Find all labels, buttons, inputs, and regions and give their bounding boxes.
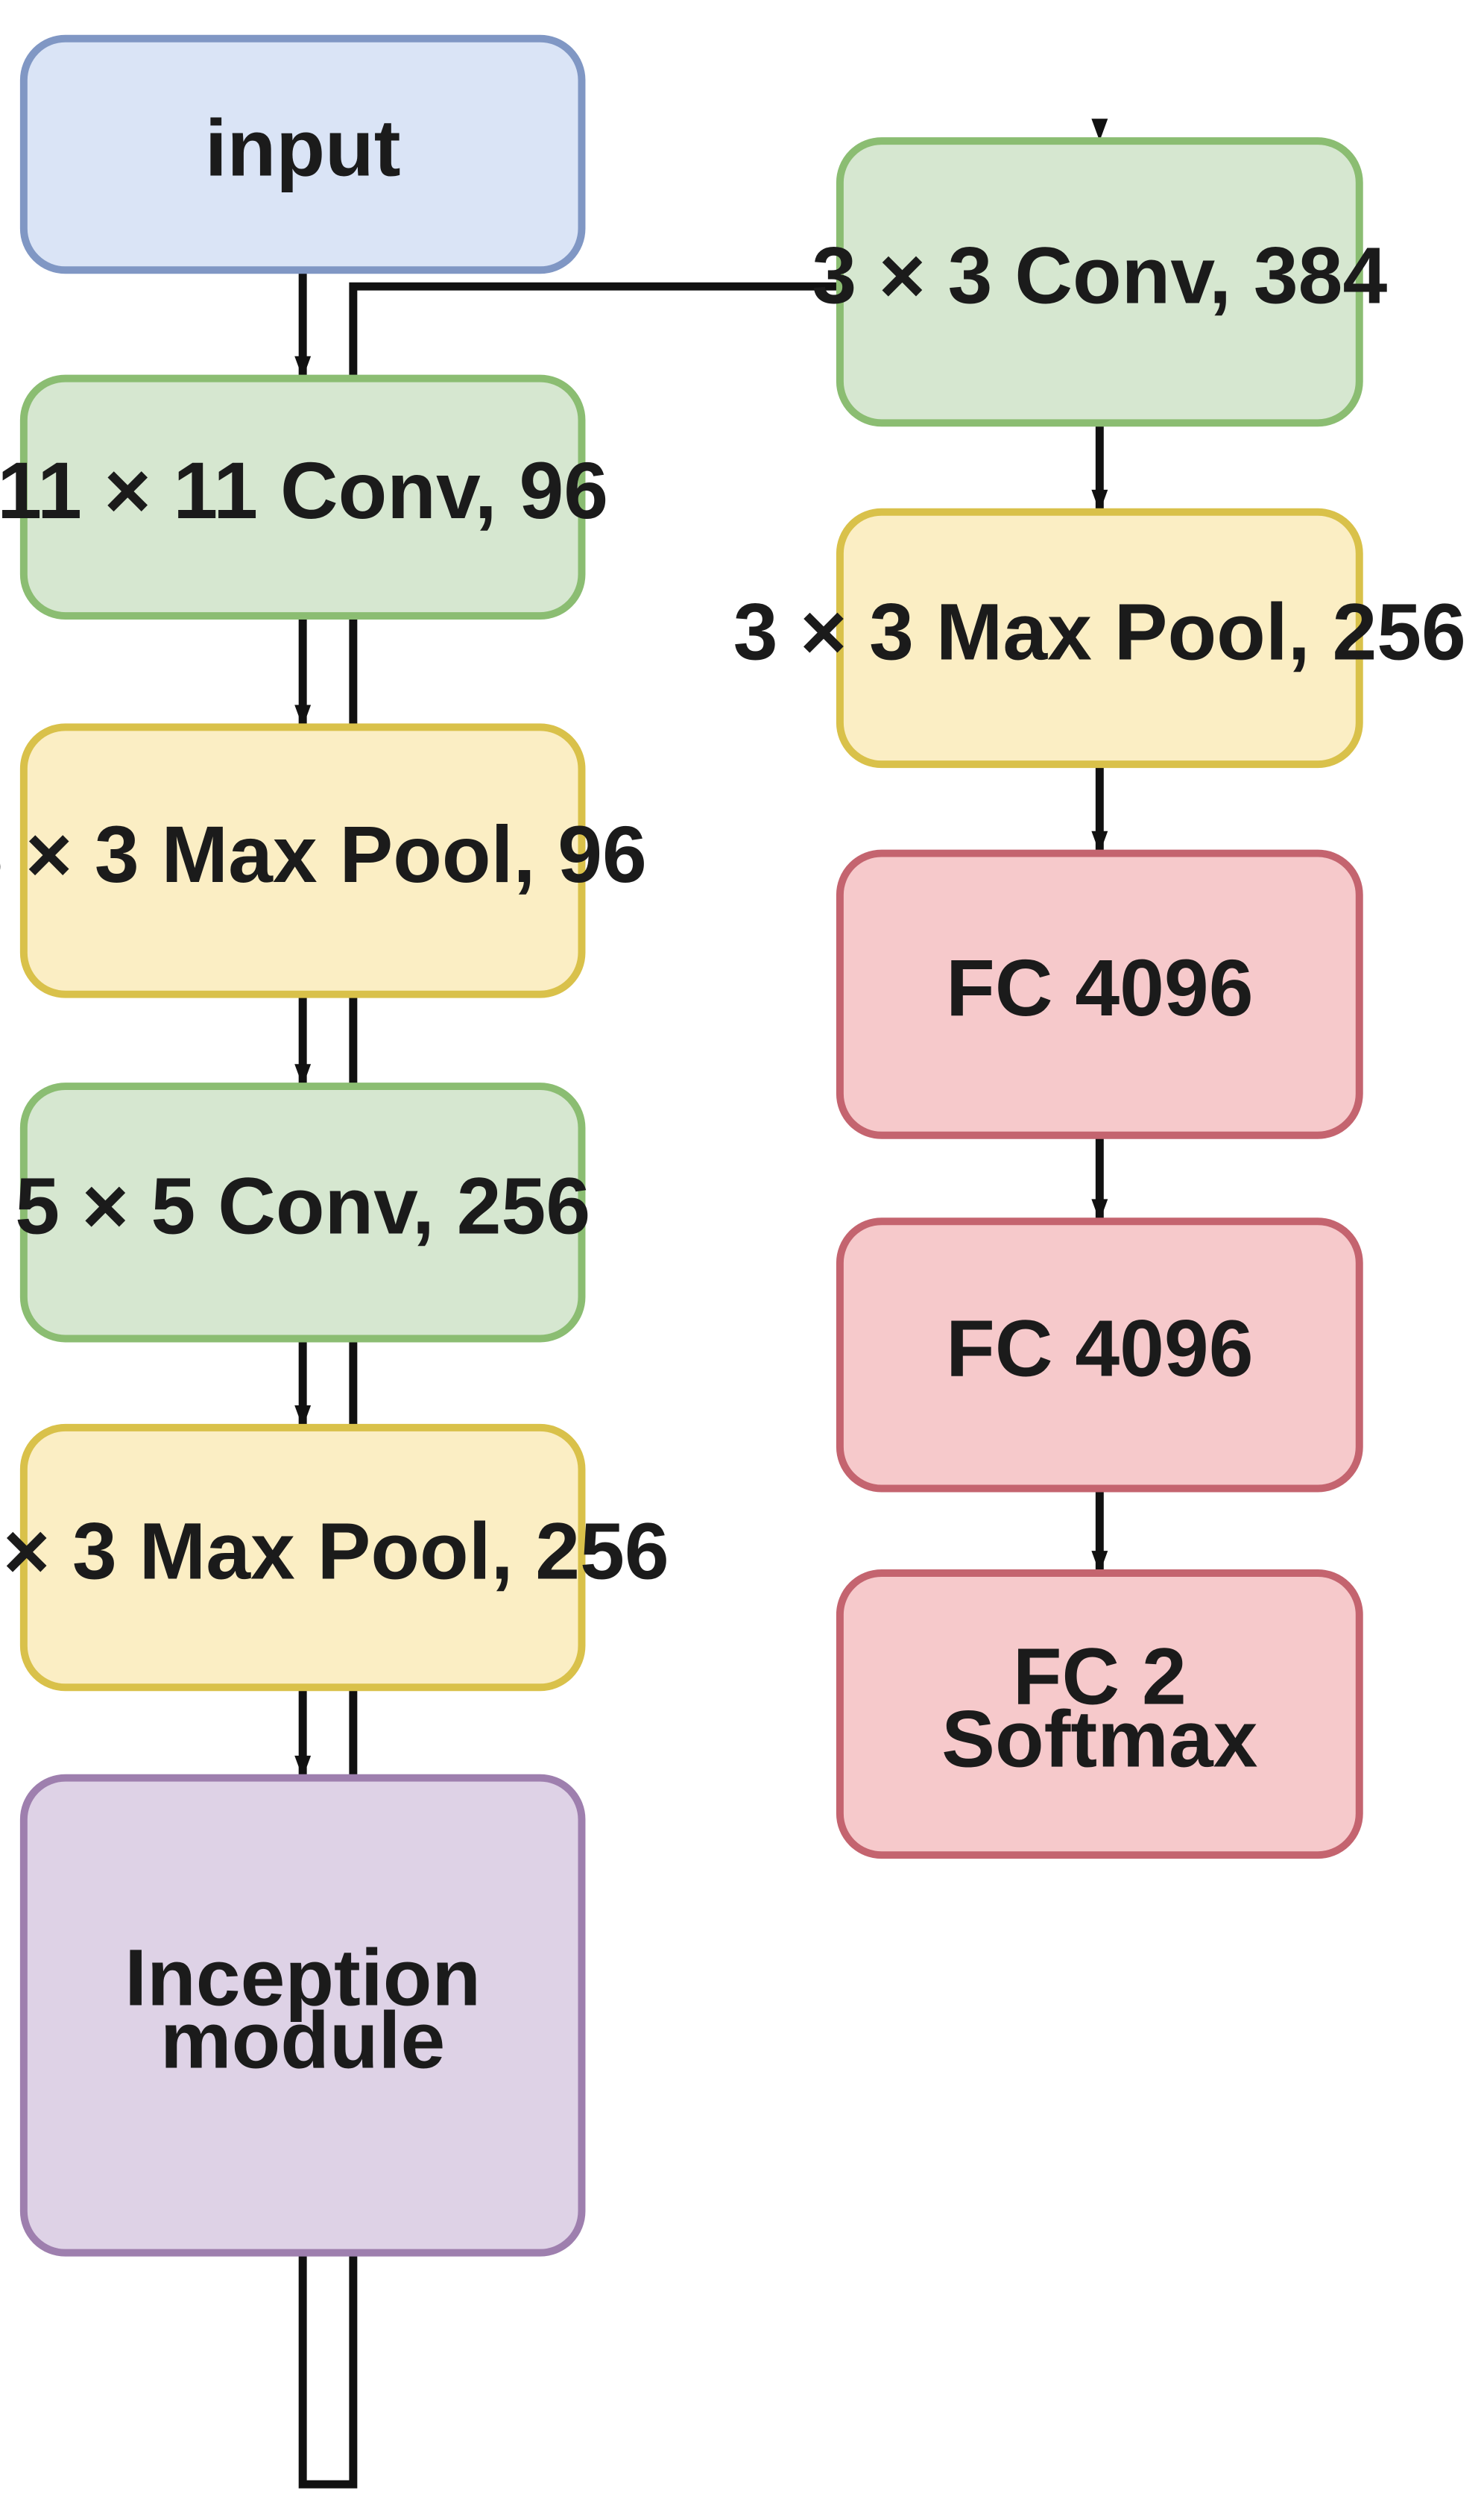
node-label-fc3-line2: Softmax [941,1694,1257,1783]
node-box-inception[interactable] [19,1774,586,2257]
node-box-pool256[interactable] [19,1423,586,1692]
arrowhead-e-fc2-fc3 [1091,1551,1108,1573]
edge-e-input-conv11 [294,270,312,379]
node-label-pool256b: 3 × 3 Max Pool, 256 [733,587,1466,676]
node-label-conv33: 3 × 3 Conv, 384 [812,231,1387,321]
edge-e-conv11-pool96 [294,616,312,728]
node-input[interactable]: input [19,34,586,274]
node-box-pool256b[interactable] [836,508,1363,769]
edge-e-fc2-fc3 [1091,1488,1108,1573]
nodes-layer: input 11 × 11 Conv, 96 3 × 3 Max Pool, 96 5… [0,34,1466,2257]
node-fc2[interactable]: FC 4096 [836,1217,1363,1493]
node-label-pool256: 3 × 3 Max Pool, 256 [0,1506,669,1595]
arrowhead-e-pool256-inception [294,1755,312,1778]
arrowhead-e-conv11-pool96 [294,705,312,728]
node-pool96[interactable]: 3 × 3 Max Pool, 96 [0,723,647,998]
node-label-inception-line1: Inception [124,1933,481,2023]
node-box-pool96[interactable] [19,723,586,998]
arrowhead-e-fc1-fc2 [1091,1199,1108,1222]
node-box-conv11[interactable] [19,374,586,620]
node-conv11[interactable]: 11 × 11 Conv, 96 [0,374,608,620]
arrowhead-e-inception-conv33 [1091,119,1108,142]
node-box-fc2[interactable] [836,1217,1363,1493]
node-label-fc2: FC 4096 [946,1304,1253,1393]
node-box-conv33[interactable] [836,137,1363,427]
node-pool256[interactable]: 3 × 3 Max Pool, 256 [0,1423,669,1692]
arrowhead-e-conv55-pool256 [294,1405,312,1428]
node-conv55[interactable]: 5 × 5 Conv, 256 [15,1083,590,1343]
node-pool256b[interactable]: 3 × 3 Max Pool, 256 [733,508,1466,769]
edge-e-pool96-conv55 [294,994,312,1087]
edge-e-conv33-pool256b [1091,423,1108,512]
node-label-inception-line2: module [160,1995,445,2085]
node-box-input[interactable] [19,34,586,274]
node-label-fc3-line1: FC 2 [1013,1632,1187,1721]
arrowhead-e-input-conv11 [294,356,312,379]
node-label-conv11: 11 × 11 Conv, 96 [0,446,608,535]
node-label-conv55: 5 × 5 Conv, 256 [15,1162,590,1251]
edge-e-pool256b-fc1 [1091,764,1108,854]
edge-e-pool256-inception [294,1687,312,1778]
node-conv33[interactable]: 3 × 3 Conv, 384 [812,137,1387,427]
node-label-pool96: 3 × 3 Max Pool, 96 [0,810,647,899]
edge-e-fc1-fc2 [1091,1135,1108,1222]
node-label-fc1: FC 4096 [946,943,1253,1033]
node-fc1[interactable]: FC 4096 [836,849,1363,1139]
node-label-input: input [205,103,401,192]
arrowhead-e-conv33-pool256b [1091,489,1108,512]
node-box-fc3[interactable] [836,1569,1363,1859]
node-box-conv55[interactable] [19,1083,586,1343]
arrowhead-e-pool96-conv55 [294,1064,312,1087]
arrowhead-e-pool256b-fc1 [1091,831,1108,854]
edge-e-conv55-pool256 [294,1338,312,1428]
node-box-fc1[interactable] [836,849,1363,1139]
